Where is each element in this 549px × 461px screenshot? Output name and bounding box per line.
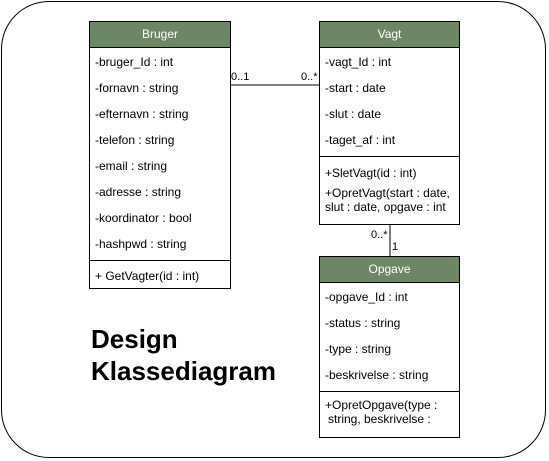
attribute: -koordinator : bool bbox=[95, 211, 192, 225]
class-vagt[interactable]: Vagt -vagt_Id : int -start : date -slut … bbox=[319, 21, 460, 225]
class-bruger-attributes: -bruger_Id : int -fornavn : string -efte… bbox=[90, 48, 230, 260]
multiplicity-bruger-side: 0..1 bbox=[231, 71, 250, 83]
method: + GetVagter(id : int) bbox=[95, 269, 200, 283]
class-opgave-attributes: -opgave_Id : int -status : string -type … bbox=[320, 283, 459, 391]
class-vagt-attributes: -vagt_Id : int -start : date -slut : dat… bbox=[320, 48, 459, 156]
class-opgave[interactable]: Opgave -opgave_Id : int -status : string… bbox=[319, 256, 460, 438]
class-vagt-name: Vagt bbox=[320, 22, 459, 48]
method: +OpretVagt(start : date, bbox=[325, 186, 450, 200]
attribute: -fornavn : string bbox=[95, 81, 179, 95]
class-opgave-methods: +OpretOpgave(type : string, beskrivelse … bbox=[320, 391, 459, 438]
attribute: -slut : date bbox=[325, 107, 382, 121]
class-bruger[interactable]: Bruger -bruger_Id : int -fornavn : strin… bbox=[89, 21, 231, 289]
diagram-title-line1: Design bbox=[91, 324, 178, 354]
attribute: -email : string bbox=[95, 159, 168, 173]
method: +OpretOpgave(type : bbox=[325, 398, 438, 412]
attribute: -taget_af : int bbox=[325, 133, 396, 147]
attribute: -opgave_Id : int bbox=[325, 290, 408, 304]
attribute: -start : date bbox=[325, 81, 386, 95]
method: +SletVagt(id : int) bbox=[325, 166, 417, 180]
attribute: -vagt_Id : int bbox=[325, 55, 392, 69]
class-opgave-name: Opgave bbox=[320, 257, 459, 283]
attribute: -efternavn : string bbox=[95, 107, 189, 121]
multiplicity-vagt-opgave-vagt-side: 0..* bbox=[371, 229, 388, 241]
method: string, beskrivelse : bbox=[328, 412, 431, 426]
attribute: -beskrivelse : string bbox=[325, 368, 429, 382]
diagram-title: Design Klassediagram bbox=[91, 323, 276, 387]
attribute: -type : string bbox=[325, 342, 392, 356]
class-bruger-name: Bruger bbox=[90, 22, 230, 48]
multiplicity-vagt-opgave-opgave-side: 1 bbox=[392, 241, 399, 253]
multiplicity-vagt-side: 0..* bbox=[301, 71, 318, 83]
class-vagt-methods: +SletVagt(id : int) +OpretVagt(start : d… bbox=[320, 156, 459, 225]
attribute: -adresse : string bbox=[95, 185, 182, 199]
attribute: -bruger_Id : int bbox=[95, 55, 174, 69]
attribute: -hashpwd : string bbox=[95, 237, 187, 251]
diagram-title-line2: Klassediagram bbox=[91, 356, 276, 386]
attribute: -status : string bbox=[325, 316, 401, 330]
attribute: -telefon : string bbox=[95, 133, 175, 147]
method: slut : date, opgave : int bbox=[325, 200, 446, 214]
class-bruger-methods: + GetVagter(id : int) bbox=[90, 260, 230, 290]
